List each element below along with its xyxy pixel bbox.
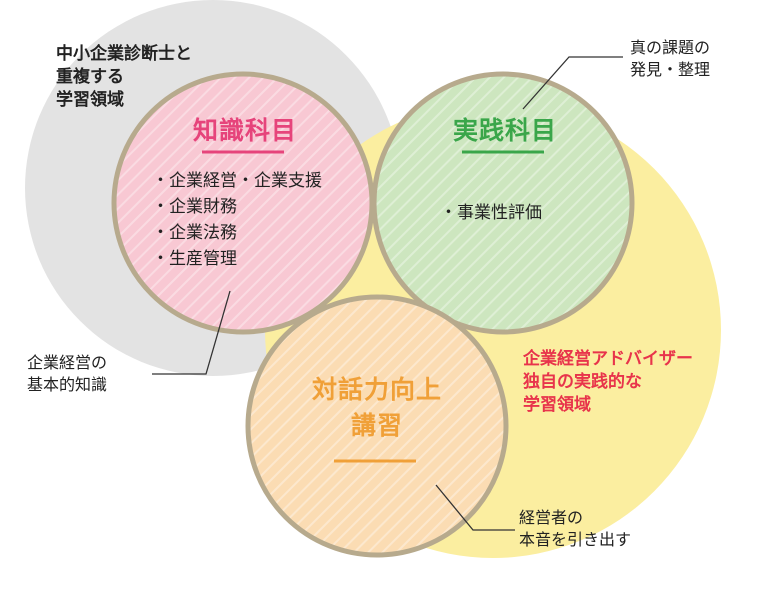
leader-line-true-voice bbox=[435, 484, 515, 531]
true-voice-label: 経営者の 本音を引き出す bbox=[519, 508, 632, 549]
knowledge-title: 知識科目 bbox=[193, 116, 298, 145]
knowledge-item: ・企業法務 bbox=[152, 223, 237, 243]
issue-discovery-label: 真の課題の 発見・整理 bbox=[630, 38, 711, 79]
dialogue-circle bbox=[245, 294, 509, 558]
practice-items: ・事業性評価 bbox=[440, 200, 542, 226]
knowledge-item: ・企業経営・企業支援 bbox=[152, 171, 322, 191]
knowledge-item: ・生産管理 bbox=[152, 249, 237, 269]
overlap-diagnosis-label: 中小企業診断士と 重複する 学習領域 bbox=[56, 44, 192, 110]
leader-line-issue-discovery bbox=[522, 56, 623, 110]
leader-line-basic-knowledge bbox=[152, 290, 231, 375]
basic-knowledge-label: 企業経営の 基本的知識 bbox=[27, 353, 108, 394]
dialogue-title: 対話力向上 講習 bbox=[311, 375, 442, 440]
unique-area-label: 企業経営アドバイザー 独自の実践的な 学習領域 bbox=[523, 349, 693, 415]
knowledge-item: ・企業財務 bbox=[152, 197, 237, 217]
knowledge-items: ・企業経営・企業支援 ・企業財務 ・企業法務 ・生産管理 bbox=[152, 168, 322, 272]
practice-circle bbox=[371, 71, 635, 335]
practice-title: 実践科目 bbox=[453, 116, 558, 145]
practice-item: ・事業性評価 bbox=[440, 203, 542, 223]
